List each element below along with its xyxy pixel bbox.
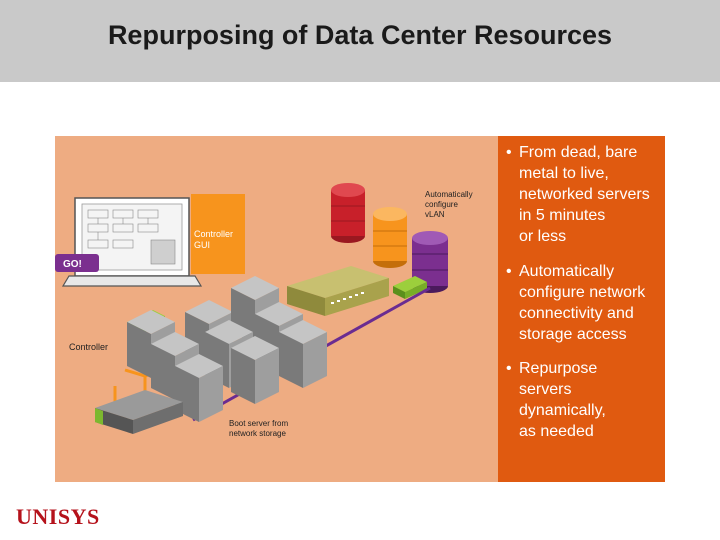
server-rack-icon (231, 336, 279, 404)
controller-gui-label-1: Controller (194, 229, 233, 239)
bullet-dot-icon: • (506, 144, 512, 161)
bullet-line: servers (519, 381, 572, 398)
bullet-line: dynamically, (519, 402, 606, 419)
go-label: GO! (63, 259, 82, 270)
bullet-line: networked servers (519, 186, 650, 203)
bullet-line: configure network (519, 284, 646, 301)
bullet-line: storage access (519, 326, 627, 343)
bullet-line: in 5 minutes (519, 207, 606, 224)
controller-gui-label-2: GUI (194, 240, 210, 250)
go-button[interactable] (55, 254, 99, 272)
storage-cylinder-icon (373, 207, 407, 268)
bullet-line: as needed (519, 423, 594, 440)
bullet-line: Automatically (519, 263, 615, 280)
boot-server-label-2: network storage (229, 429, 286, 438)
bullet-item: • From dead, bare metal to live, network… (506, 142, 650, 247)
laptop-icon (61, 197, 203, 287)
storage-cylinder-icon (331, 183, 365, 243)
benefits-panel: • From dead, bare metal to live, network… (498, 136, 665, 482)
data-center-diagram: Controller GUI GO! Aut (55, 136, 498, 482)
server-rack-icon (175, 354, 223, 422)
bullet-line: connectivity and (519, 305, 634, 322)
bullet-item: • Repurpose servers dynamically, as need… (506, 358, 606, 442)
unisys-logo: UNISYS (16, 504, 100, 529)
boot-server-icon (95, 390, 183, 434)
server-rack-icon (279, 320, 327, 388)
title-bar (0, 0, 720, 82)
bullet-dot-icon: • (506, 263, 512, 280)
bullet-line: From dead, bare (519, 144, 638, 161)
bullet-line: Repurpose (519, 360, 598, 377)
vlan-label-2: configure (425, 200, 458, 209)
vlan-label-1: Automatically (425, 190, 473, 199)
bullet-dot-icon: • (506, 360, 512, 377)
vlan-label-3: vLAN (425, 210, 445, 219)
controller-label: Controller (69, 342, 108, 352)
bullet-line: or less (519, 228, 567, 245)
server-rack-grid (127, 276, 327, 422)
bullet-line: metal to live, (519, 165, 609, 182)
controller-gui-box (191, 194, 245, 274)
network-switch-icon (393, 276, 427, 299)
slide-title: Repurposing of Data Center Resources (107, 20, 613, 50)
boot-server-label-1: Boot server from (229, 419, 288, 428)
bullet-item: • Automatically configure network connec… (506, 261, 645, 345)
network-switch-icon (287, 266, 389, 316)
